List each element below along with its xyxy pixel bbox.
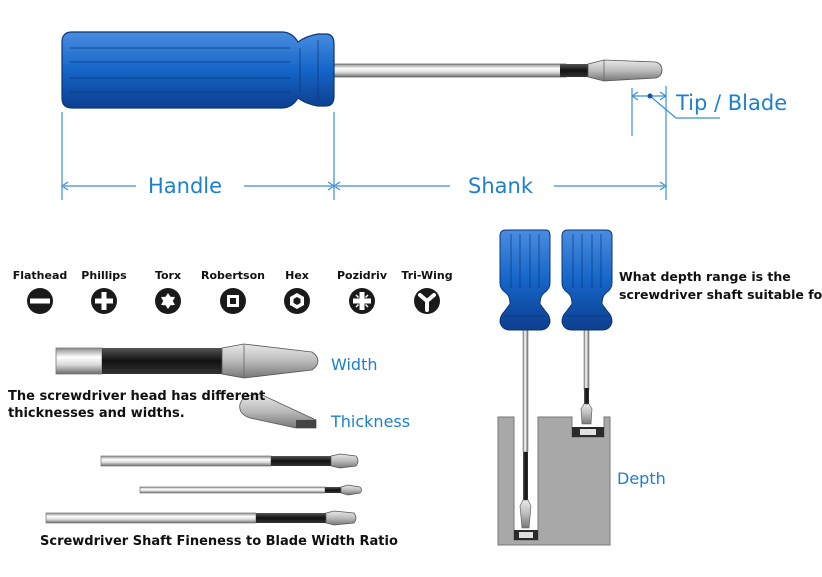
tip-type-label-phillips: Phillips [81, 269, 127, 282]
dimension-lines [60, 86, 720, 200]
tip-types-row: Flathead Phillips Torx Robertson Hex Poz… [13, 269, 453, 314]
blade-note-line1: The screwdriver head has different [8, 389, 265, 404]
robertson-icon [220, 288, 246, 314]
tri-wing-icon [414, 288, 440, 314]
tip-type-label-tri-wing: Tri-Wing [401, 269, 452, 282]
detail-shaft [55, 347, 103, 375]
blade-detail: Width Thickness The screwdriver head has… [8, 343, 410, 431]
tip-type-label-torx: Torx [155, 269, 181, 282]
fineness-shaft-2 [139, 486, 326, 494]
main-shank [333, 63, 567, 78]
fineness-shaft-1 [100, 455, 272, 467]
main-screwdriver [61, 31, 663, 109]
fineness-examples: Screwdriver Shaft Fineness to Blade Widt… [40, 453, 398, 549]
thickness-label: Thickness [330, 412, 410, 431]
main-handle [61, 31, 335, 109]
depth-question-line1: What depth range is the [619, 269, 791, 284]
main-tip [587, 59, 663, 82]
short-shaft-screwdriver [561, 229, 613, 425]
tip-label: Tip / Blade [675, 91, 787, 115]
shank-label: Shank [468, 174, 534, 198]
width-label: Width [331, 355, 377, 374]
handle-label: Handle [148, 174, 222, 198]
detail-shaft-dark [102, 348, 224, 374]
fineness-shaft-3 [45, 512, 257, 524]
detail-blade-width [221, 343, 319, 379]
main-shank-dark-band [560, 64, 590, 77]
depth-label: Depth [617, 469, 666, 488]
tip-type-label-pozidriv: Pozidriv [337, 269, 388, 282]
long-shaft-screwdriver [499, 229, 551, 529]
fineness-caption: Screwdriver Shaft Fineness to Blade Widt… [40, 534, 398, 549]
flathead-icon [27, 288, 53, 314]
torx-icon [155, 288, 181, 314]
tip-type-label-hex: Hex [285, 269, 309, 282]
tip-type-label-flathead: Flathead [13, 269, 68, 282]
tip-pointer-dot [647, 93, 653, 99]
pozidriv-icon [349, 288, 375, 314]
blade-note-line2: thicknesses and widths. [8, 406, 185, 421]
tip-type-label-robertson: Robertson [201, 269, 265, 282]
hex-icon [284, 288, 310, 314]
depth-section: What depth range is the screwdriver shaf… [497, 229, 822, 546]
phillips-icon [91, 288, 117, 314]
depth-question-line2: screwdriver shaft suitable for? [619, 287, 822, 302]
